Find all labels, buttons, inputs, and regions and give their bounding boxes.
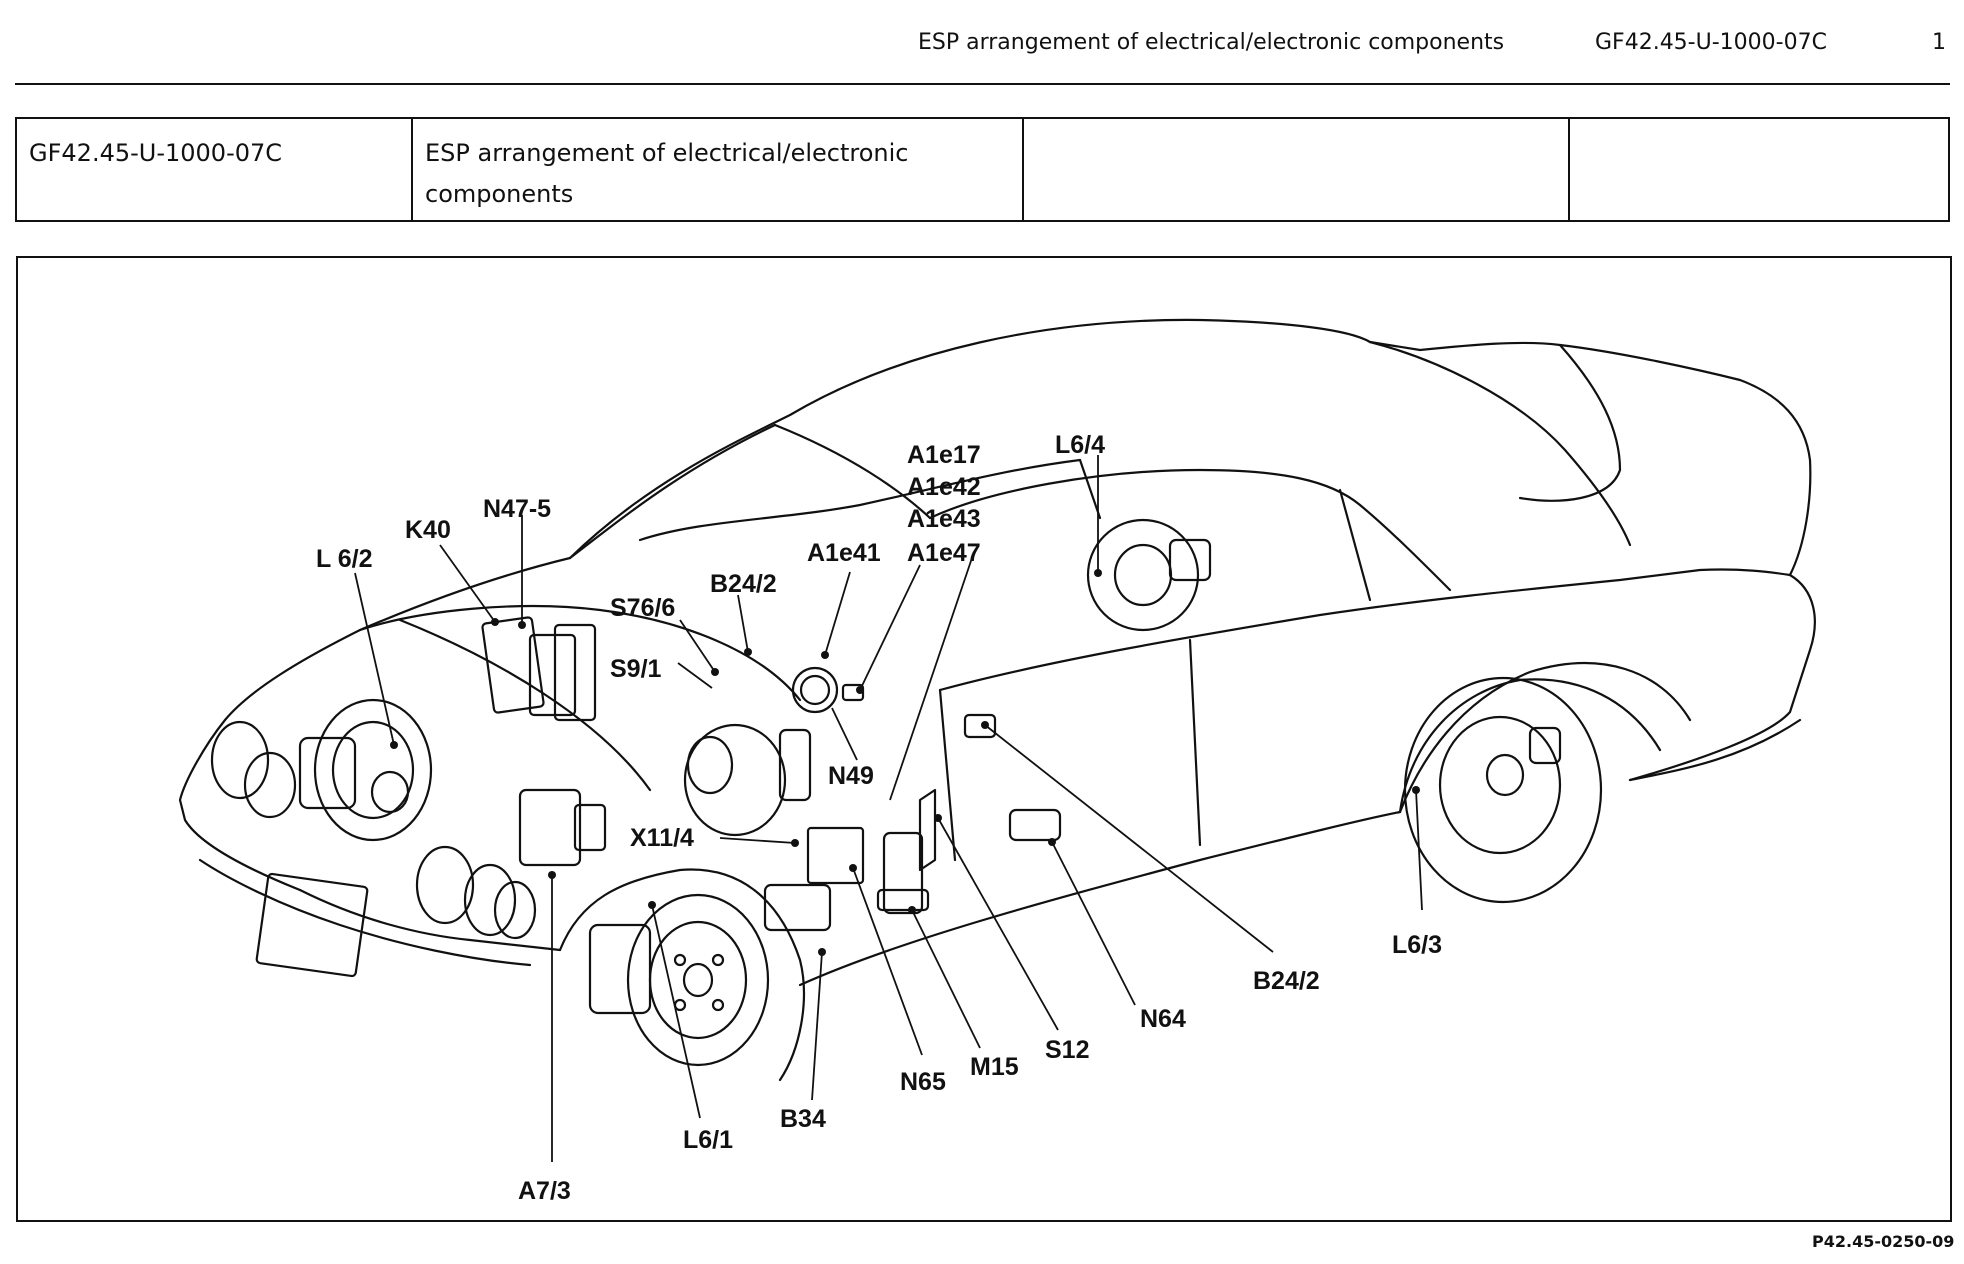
label-n47-5: N47-5: [483, 495, 551, 523]
rear-right-brake-disc: [1403, 676, 1603, 904]
label-x11-4: X11/4: [630, 824, 694, 852]
component-labels: L 6/2 K40 N47-5 S76/6 S9/1 B24/2 A1e41 A…: [316, 431, 1442, 1205]
front-right-brake-disc: [588, 893, 770, 1067]
control-module-n65: [806, 826, 865, 885]
label-n65: N65: [900, 1068, 946, 1096]
label-s12: S12: [1045, 1036, 1089, 1064]
label-n64: N64: [1140, 1005, 1186, 1033]
label-a7-3: A7/3: [518, 1177, 571, 1205]
rear-left-brake-disc: [1086, 518, 1212, 632]
label-l6-4: L6/4: [1055, 431, 1105, 459]
headlamp-cluster: [210, 720, 537, 940]
label-s76-6: S76/6: [610, 594, 675, 622]
label-a1e41: A1e41: [807, 539, 881, 567]
module-b34: [763, 883, 832, 932]
connection-dots: [390, 569, 1420, 956]
info-code-cell: GF42.45-U-1000-07C: [15, 117, 413, 222]
label-n49: N49: [828, 762, 874, 790]
label-a1e17: A1e17: [907, 441, 981, 469]
label-b34: B34: [780, 1105, 826, 1133]
info-description-cell: ESP arrangement of electrical/electronic…: [411, 117, 1024, 222]
label-m15: M15: [970, 1053, 1019, 1081]
label-l6-1: L6/1: [683, 1126, 733, 1154]
relay-box: [481, 616, 597, 722]
header-doc-code: GF42.45-U-1000-07C: [1595, 30, 1827, 55]
header-rule: [15, 83, 1950, 85]
header-page-number: 1: [1932, 30, 1946, 55]
info-table-row: GF42.45-U-1000-07C ESP arrangement of el…: [15, 117, 1950, 222]
label-l6-2: L 6/2: [316, 545, 373, 573]
front-left-brake-disc: [298, 698, 433, 842]
diagram-frame: [16, 256, 1952, 1222]
figure-reference: P42.45-0250-09: [1812, 1232, 1955, 1251]
label-k40: K40: [405, 516, 451, 544]
pump-m15: [876, 831, 930, 915]
info-empty-cell-4: [1568, 117, 1950, 222]
hydraulic-unit: [518, 788, 607, 867]
header-title: ESP arrangement of electrical/electronic…: [918, 30, 1505, 55]
label-b24-2-bottom: B24/2: [1253, 967, 1320, 995]
label-a1e47: A1e47: [907, 539, 981, 567]
leader-lines: [354, 455, 1423, 1162]
label-a1e42: A1e42: [907, 473, 981, 501]
switch-s12: [918, 788, 937, 872]
label-b24-2-top: B24/2: [710, 570, 777, 598]
info-empty-cell-3: [1022, 117, 1570, 222]
info-description-line1: ESP arrangement of electrical/electronic: [425, 139, 909, 167]
info-table: GF42.45-U-1000-07C ESP arrangement of el…: [15, 117, 1950, 222]
label-s9-1: S9/1: [610, 655, 662, 683]
clock-spring-n49: [791, 666, 839, 714]
sensor-b24-2: [963, 713, 997, 739]
label-a1e43: A1e43: [907, 505, 981, 533]
module-n64: [1008, 808, 1062, 842]
brake-booster: [683, 723, 812, 837]
info-description-line2: components: [425, 180, 574, 208]
label-l6-3: L6/3: [1392, 931, 1442, 959]
car-body-outline: [178, 318, 1816, 1082]
